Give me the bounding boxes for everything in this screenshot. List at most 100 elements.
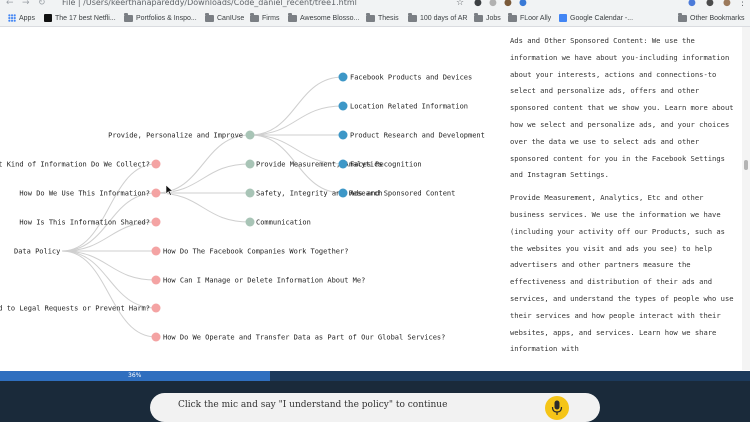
tree-label-l1-5[interactable]: How Do We Respond to Legal Requests or P… xyxy=(0,305,150,313)
bookmark-apps[interactable]: Apps xyxy=(8,9,35,27)
extension-icon[interactable]: ● xyxy=(504,0,512,8)
tree-label-l2-0[interactable]: Provide, Personalize and Improve xyxy=(108,132,243,140)
folder-icon xyxy=(678,12,687,22)
tree-node-l1-2[interactable] xyxy=(151,217,161,227)
folder-icon xyxy=(366,12,375,22)
tree-label-l1-2[interactable]: How Is This Information Shared? xyxy=(19,219,150,227)
voice-prompt-pill: Click the mic and say "I understand the … xyxy=(150,393,600,422)
policy-paragraph-ads: Ads and Other Sponsored Content: We use … xyxy=(510,36,734,180)
tree-link-l2-4 xyxy=(249,134,344,194)
tree-node-l2-0[interactable] xyxy=(245,130,255,140)
tree-link-l2-1 xyxy=(249,105,344,136)
tree-node-l3-3[interactable] xyxy=(338,159,348,169)
bookmark-jobs-folder[interactable]: Jobs xyxy=(474,9,501,27)
back-arrow-icon[interactable]: ← xyxy=(6,0,14,8)
tree-link-root-4 xyxy=(61,250,157,281)
policy-scrollbar[interactable] xyxy=(742,27,750,370)
tree-node-l1-3[interactable] xyxy=(151,246,161,256)
tree-node-l1-5[interactable] xyxy=(151,303,161,313)
extension-icon[interactable]: ● xyxy=(706,0,714,8)
tree-node-l3-2[interactable] xyxy=(338,130,348,140)
folder-icon xyxy=(124,12,133,22)
bookmark-floor-ally-folder[interactable]: FLoor Ally xyxy=(508,9,551,27)
extension-icon[interactable]: ● xyxy=(519,0,527,8)
tree-label-l3-2[interactable]: Product Research and Development xyxy=(350,132,485,140)
tree-node-l2-2[interactable] xyxy=(245,188,255,198)
mouse-cursor-icon xyxy=(165,184,174,196)
tree-node-l1-0[interactable] xyxy=(151,159,161,169)
url-field[interactable]: File | /Users/keerthanapareddy/Downloads… xyxy=(62,0,357,7)
tree-label-l2-3[interactable]: Communication xyxy=(256,219,311,227)
tree-root-label[interactable]: Data Policy xyxy=(14,248,60,256)
tree-label-l3-0[interactable]: Facebook Products and Devices xyxy=(350,74,472,82)
tree-link-l2-3 xyxy=(249,134,344,165)
bookmark-star-icon[interactable]: ☆ xyxy=(456,0,465,8)
tree-node-l3-4[interactable] xyxy=(338,188,348,198)
tree-node-l3-1[interactable] xyxy=(338,101,348,111)
bookmark-awesome-folder[interactable]: Awesome Blosso... xyxy=(288,9,359,27)
policy-text-panel: Ads and Other Sponsored Content: We use … xyxy=(498,27,742,370)
microphone-icon xyxy=(551,400,563,415)
calendar-favicon xyxy=(559,14,567,22)
tree-node-l1-6[interactable] xyxy=(151,332,161,342)
tree-label-l2-2[interactable]: Safety, Integrity and Research xyxy=(256,190,382,198)
tree-label-l1-1[interactable]: How Do We Use This Information? xyxy=(19,190,150,198)
reload-icon[interactable]: ↻ xyxy=(38,0,46,8)
bookmark-other-folder[interactable]: Other Bookmarks xyxy=(678,9,744,27)
tree-links xyxy=(61,76,344,338)
tree-node-l2-3[interactable] xyxy=(245,217,255,227)
tree-node-l3-0[interactable] xyxy=(338,72,348,82)
menu-kebab-icon[interactable]: ⋮ xyxy=(738,0,747,8)
tree-link-root-0 xyxy=(61,163,157,252)
reading-progress-label: 36% xyxy=(128,372,142,379)
folder-icon xyxy=(250,12,259,22)
tree-label-l1-4[interactable]: How Can I Manage or Delete Information A… xyxy=(163,277,365,285)
tree-node-l2-1[interactable] xyxy=(245,159,255,169)
reading-progress-fill xyxy=(0,371,270,381)
folder-icon xyxy=(508,12,517,22)
microphone-button[interactable] xyxy=(545,396,569,420)
bookmark-thesis-folder[interactable]: Thesis xyxy=(366,9,399,27)
policy-scrollbar-thumb[interactable] xyxy=(744,160,748,170)
tree-link-root-2 xyxy=(61,221,157,252)
extension-icon[interactable]: ● xyxy=(489,0,497,8)
tree-node-l1-1[interactable] xyxy=(151,188,161,198)
folder-icon xyxy=(288,12,297,22)
bookmark-firms-folder[interactable]: Firms xyxy=(250,9,280,27)
extension-icon[interactable]: ● xyxy=(688,0,696,8)
bookmark-portfolios-folder[interactable]: Portfolios & Inspo... xyxy=(124,9,197,27)
apps-grid-icon xyxy=(8,14,16,22)
tree-label-l1-6[interactable]: How Do We Operate and Transfer Data as P… xyxy=(163,334,445,342)
bookmark-caniuse-folder[interactable]: CanIUse xyxy=(205,9,244,27)
reading-progress-bar: 36% xyxy=(0,371,750,381)
footer-bar: Click the mic and say "I understand the … xyxy=(0,381,750,422)
policy-paragraph-measurement: Provide Measurement, Analytics, Etc and … xyxy=(510,193,734,354)
tree-link-l2-0 xyxy=(249,76,344,136)
tree-link-root-5 xyxy=(61,250,157,309)
bookmarks-bar: Apps The 17 best Netfli... Portfolios & … xyxy=(0,9,750,27)
profile-avatar-icon[interactable]: ● xyxy=(723,0,731,8)
bookmark-google-calendar[interactable]: Google Calendar -... xyxy=(559,9,633,27)
tree-link-root-6 xyxy=(61,250,157,338)
tree-label-l1-3[interactable]: How Do The Facebook Companies Work Toget… xyxy=(163,248,348,256)
tree-label-l3-1[interactable]: Location Related Information xyxy=(350,103,468,111)
folder-icon xyxy=(205,12,214,22)
tree-link-root-1 xyxy=(61,192,157,252)
browser-address-bar: ← → ↻ File | /Users/keerthanapareddy/Dow… xyxy=(0,0,750,9)
netflix-favicon xyxy=(44,14,52,22)
tree-label-l3-3[interactable]: Faces Recognition xyxy=(350,161,422,169)
tree-label-l2-1[interactable]: Provide Measurement, Analytics xyxy=(256,161,382,169)
folder-icon xyxy=(408,12,417,22)
extension-icon[interactable]: ● xyxy=(474,0,482,8)
tree-node-l1-4[interactable] xyxy=(151,275,161,285)
data-policy-tree: Data Policy What Kind of Information Do … xyxy=(0,72,485,342)
tree-label-l1-0[interactable]: What Kind of Information Do We Collect? xyxy=(0,161,150,169)
tree-link-l1-3 xyxy=(155,192,251,223)
tree-label-l3-4[interactable]: Ads and Sponsored Content xyxy=(350,190,455,198)
bookmark-ar-folder[interactable]: 100 days of AR xyxy=(408,9,467,27)
tree-link-l1-0 xyxy=(155,134,251,194)
forward-arrow-icon[interactable]: → xyxy=(22,0,30,8)
folder-icon xyxy=(474,12,483,22)
voice-prompt-text: Click the mic and say "I understand the … xyxy=(178,400,448,410)
bookmark-netflix[interactable]: The 17 best Netfli... xyxy=(44,9,116,27)
